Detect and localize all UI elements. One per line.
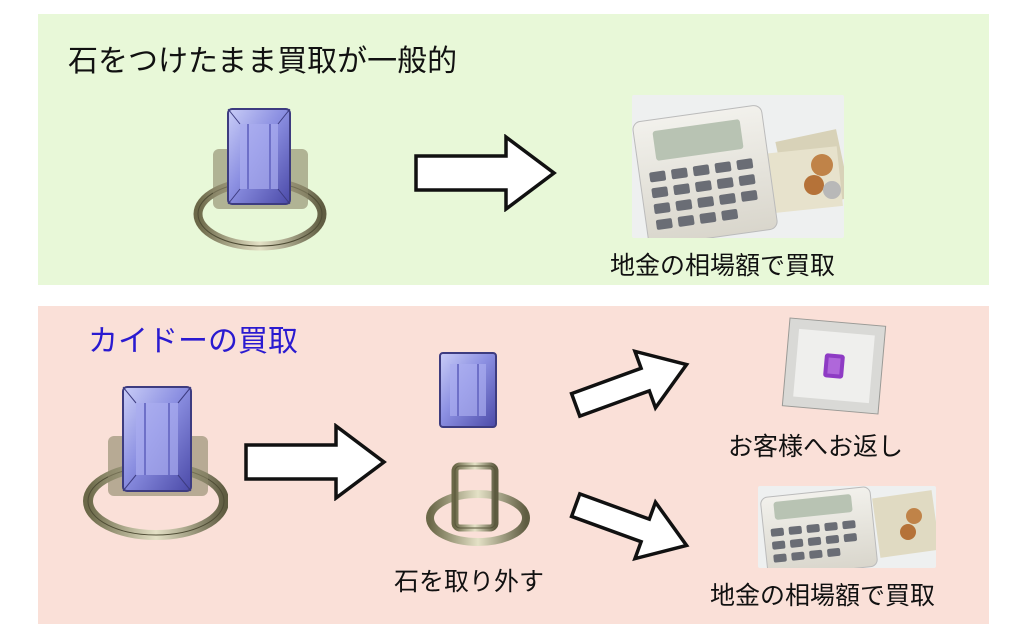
- right-arrow-icon: [414, 134, 557, 212]
- calculator-money-image: [758, 486, 936, 568]
- bottom-panel: カイドーの買取 石を取り外す: [38, 306, 989, 624]
- loose-gemstone-image: [439, 352, 497, 428]
- top-panel-title: 石をつけたまま買取が一般的: [68, 44, 458, 79]
- calculator-money-image: [632, 95, 844, 238]
- right-arrow-icon: [569, 491, 690, 562]
- ring-with-stone-image: [193, 108, 327, 251]
- bottom-buy-caption: 地金の相場額で買取: [710, 581, 936, 610]
- right-arrow-icon: [569, 348, 690, 419]
- right-arrow-icon: [244, 423, 387, 501]
- ring-with-stone-image: [83, 386, 228, 540]
- remove-stone-caption: 石を取り外す: [394, 567, 545, 596]
- bottom-panel-title: カイドーの買取: [88, 324, 298, 359]
- return-to-customer-caption: お客様へお返し: [728, 432, 904, 461]
- gemstone-in-box-image: [781, 317, 887, 415]
- top-panel: 石をつけたまま買取が一般的: [38, 14, 989, 285]
- empty-ring-mount-image: [426, 462, 530, 546]
- top-buy-caption: 地金の相場額で買取: [610, 251, 836, 280]
